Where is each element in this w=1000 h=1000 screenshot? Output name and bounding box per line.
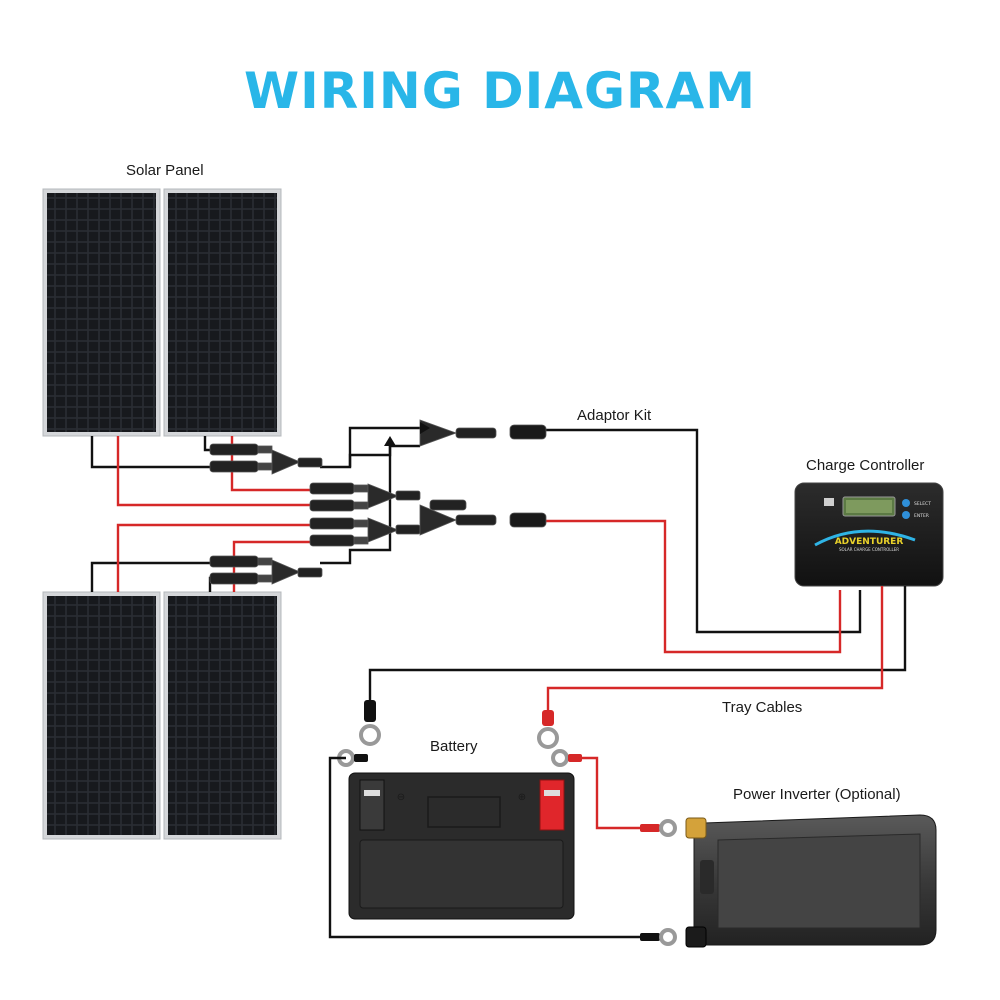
controller-subtitle: SOLAR CHARGE CONTROLLER bbox=[839, 547, 899, 552]
mc4-connector bbox=[209, 443, 273, 456]
controller-brand: ADVENTURER bbox=[835, 537, 904, 547]
wire-positive bbox=[582, 756, 640, 830]
solar-panel-label: Solar Panel bbox=[126, 162, 204, 179]
wire-negative bbox=[320, 444, 420, 469]
battery-minus-icon: ⊖ bbox=[397, 792, 405, 803]
battery-pos-lug bbox=[551, 749, 582, 767]
select-button-indicator bbox=[902, 499, 910, 507]
tray-cables-label: Tray Cables bbox=[722, 699, 803, 716]
wire-negative bbox=[545, 428, 862, 634]
mc4-connector bbox=[309, 499, 369, 512]
wire-positive bbox=[116, 436, 310, 507]
page-title: WIRING DIAGRAM bbox=[244, 62, 756, 120]
wire-positive bbox=[545, 519, 842, 654]
button-bottom-label: ENTER bbox=[914, 513, 929, 519]
wire-positive bbox=[546, 586, 884, 710]
power-inverter-label: Power Inverter (Optional) bbox=[733, 786, 901, 803]
button-top-label: SELECT bbox=[914, 501, 931, 507]
mc4-y-branch bbox=[419, 504, 547, 536]
inverter-pos-lug bbox=[640, 819, 677, 837]
charge-controller: SELECT ENTER ADVENTURER SOLAR CHARGE CON… bbox=[794, 482, 944, 587]
adaptor-kit-label: Adaptor Kit bbox=[577, 407, 652, 424]
usb-port-icon bbox=[824, 498, 834, 506]
inverter-neg-lug bbox=[640, 928, 677, 946]
ring-terminals bbox=[337, 700, 582, 767]
arrow-up-icon bbox=[384, 436, 396, 446]
arrow-right-icon bbox=[420, 422, 430, 434]
wire-negative bbox=[90, 561, 210, 592]
wire-negative bbox=[368, 586, 907, 700]
inverter-wiring bbox=[328, 756, 640, 939]
solar-panel-bottom-left bbox=[42, 591, 161, 840]
mc4-y-branch bbox=[367, 517, 421, 543]
mc4-connector bbox=[309, 534, 369, 547]
mc4-connector bbox=[309, 517, 369, 530]
mc4-y-branch bbox=[271, 559, 323, 585]
mc4-connector bbox=[429, 499, 467, 511]
battery-negative-terminal bbox=[359, 779, 385, 831]
mc4-connector bbox=[209, 555, 273, 568]
mc4-connector bbox=[209, 572, 273, 585]
wire-positive bbox=[116, 523, 310, 592]
controller-swoosh bbox=[814, 529, 916, 547]
wire-negative bbox=[90, 436, 210, 469]
ring-terminal-positive bbox=[537, 710, 559, 749]
ring-terminal-negative bbox=[359, 700, 381, 746]
inverter-positive-terminal bbox=[685, 817, 707, 839]
battery: ⊖ ⊕ bbox=[348, 772, 575, 920]
mc4-y-branch bbox=[271, 449, 323, 475]
mc4-connectors bbox=[209, 419, 547, 585]
wire-negative bbox=[328, 756, 640, 939]
mc4-y-branch bbox=[419, 419, 547, 447]
power-inverter bbox=[685, 814, 937, 948]
charge-controller-label: Charge Controller bbox=[806, 457, 925, 474]
tray-cables bbox=[368, 586, 907, 710]
battery-positive-terminal bbox=[539, 779, 565, 831]
wire-negative bbox=[320, 446, 392, 565]
mc4-connector bbox=[309, 482, 369, 495]
mc4-y-branch bbox=[367, 483, 421, 509]
wire-negative bbox=[348, 426, 420, 467]
solar-panel-top-left bbox=[42, 188, 161, 437]
solar-panel-top-right bbox=[163, 188, 282, 437]
arrows bbox=[384, 422, 430, 446]
battery-label: Battery bbox=[430, 738, 478, 755]
solar-panel-bottom-right bbox=[163, 591, 282, 840]
enter-button-indicator bbox=[902, 511, 910, 519]
inverter-negative-terminal bbox=[685, 926, 707, 948]
inverter-lugs bbox=[640, 819, 677, 946]
battery-plus-icon: ⊕ bbox=[518, 792, 526, 803]
panel-wiring bbox=[90, 426, 862, 654]
mc4-connector bbox=[209, 460, 273, 473]
